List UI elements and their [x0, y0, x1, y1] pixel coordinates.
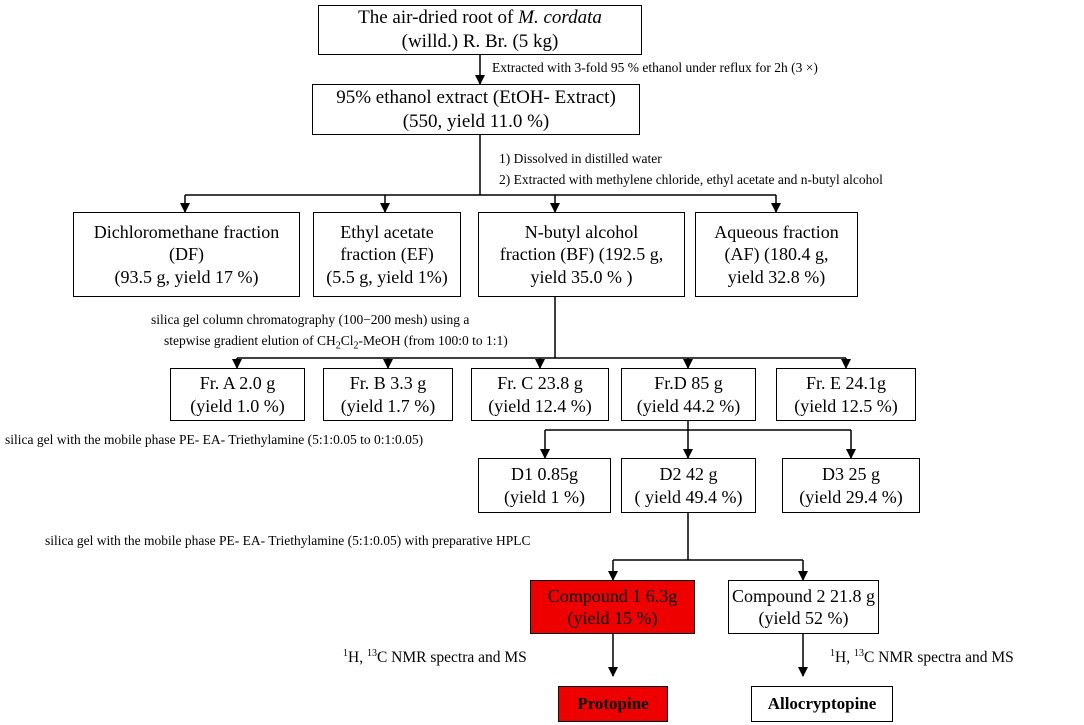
fraction-box-ef: Ethyl acetate fraction (EF) (5.5 g, yiel…: [313, 212, 461, 297]
nmr-left-h: H,: [348, 649, 367, 667]
d-fraction-3-line-2: (yield 29.4 %): [799, 486, 903, 507]
fraction-bf-line-1: N-butyl alcohol: [524, 221, 639, 242]
fraction-bf-line-3: yield 35.0 % ): [530, 266, 633, 287]
d-fraction-1-line-2: (yield 1 %): [504, 486, 585, 507]
d-fraction-1-line-1: D1 0.85g: [511, 464, 578, 484]
extract-line-1: 95% ethanol extract (EtOH- Extract): [336, 86, 616, 108]
step-3-note-2-prefix: stepwise gradient elution of CH: [164, 333, 336, 348]
source-line-1: The air-dried root of M. cordata: [358, 6, 602, 30]
subfraction-e-line-2: (yield 12.5 %): [794, 395, 898, 416]
step-2-note-2: 2) Extracted with methylene chloride, et…: [499, 172, 883, 187]
compound-1-line-1: Compound 1 6.3g: [547, 585, 678, 606]
fraction-ef-line-3: (5.5 g, yield 1%): [326, 266, 448, 287]
product-box-allocryptopine: Allocryptopine: [751, 686, 893, 722]
compound-box-2: Compound 2 21.8 g (yield 52 %): [728, 580, 879, 634]
subfraction-d-line-1: Fr.D 85 g: [654, 373, 723, 393]
step-3-note-1: silica gel column chromatography (100−20…: [151, 312, 470, 327]
d-fraction-box-1: D1 0.85g (yield 1 %): [478, 458, 611, 513]
fraction-ef-line-2: fraction (EF): [340, 244, 434, 265]
product-box-protopine: Protopine: [558, 686, 668, 722]
step-4-note: silica gel with the mobile phase PE- EA-…: [5, 432, 424, 447]
fraction-bf-line-2: fraction (BF) (192.5 g,: [499, 244, 664, 265]
step-3-note-2-sub-a: 2: [335, 340, 341, 352]
compound-1-line-2: (yield 15 %): [567, 608, 658, 628]
compound-2-line-1: Compound 2 21.8 g: [731, 585, 875, 606]
product-protopine-label: Protopine: [577, 694, 649, 714]
subfraction-box-a: Fr. A 2.0 g (yield 1.0 %): [170, 368, 305, 421]
subfraction-d-line-2: (yield 44.2 %): [636, 395, 741, 416]
fraction-box-df: Dichloromethane fraction (DF) (93.5 g, y…: [73, 212, 300, 297]
ethanol-extract-box: 95% ethanol extract (EtOH- Extract) (550…: [312, 84, 640, 135]
d-fraction-2-line-2: ( yield 49.4 %): [634, 486, 743, 507]
extract-line-2: (550, yield 11.0 %): [402, 110, 550, 132]
subfraction-box-e: Fr. E 24.1g (yield 12.5 %): [776, 368, 916, 421]
nmr-left-rest: C NMR spectra and MS: [376, 649, 527, 667]
nmr-right-sup-13: 13: [853, 648, 864, 659]
source-material-box: The air-dried root of M. cordata (willd.…: [318, 5, 642, 55]
fraction-df-line-2: (DF): [169, 244, 204, 265]
compound-2-line-2: (yield 52 %): [758, 608, 849, 628]
d-fraction-box-3: D3 25 g (yield 29.4 %): [782, 458, 920, 513]
subfraction-box-c: Fr. C 23.8 g (yield 12.4 %): [471, 368, 609, 421]
subfraction-b-line-2: (yield 1.7 %): [340, 395, 436, 416]
nmr-note-right: 1H, 13C NMR spectra and MS: [830, 648, 1014, 668]
nmr-right-sup-1: 1: [830, 648, 835, 659]
fraction-box-af: Aqueous fraction (AF) (180.4 g, yield 32…: [695, 212, 858, 297]
nmr-right-h: H,: [835, 649, 854, 667]
fraction-af-line-1: Aqueous fraction: [714, 221, 839, 242]
d-fraction-3-line-1: D3 25 g: [822, 464, 880, 484]
step-5-note: silica gel with the mobile phase PE- EA-…: [45, 533, 531, 548]
step-3-note-2-suffix: -MeOH (from 100:0 to 1:1): [358, 333, 508, 348]
nmr-right-rest: C NMR spectra and MS: [863, 649, 1014, 667]
source-line-1-text: The air-dried root of: [358, 7, 519, 29]
subfraction-b-line-1: Fr. B 3.3 g: [349, 373, 427, 393]
d-fraction-2-line-1: D2 42 g: [659, 464, 718, 484]
source-line-2: (willd.) R. Br. (5 kg): [401, 31, 559, 52]
step-1-note: Extracted with 3-fold 95 % ethanol under…: [492, 60, 818, 75]
step-3-note-2: stepwise gradient elution of CH2Cl2-MeOH…: [164, 333, 508, 353]
fraction-ef-line-1: Ethyl acetate: [340, 221, 434, 242]
source-species: M. cordata: [518, 7, 602, 29]
subfraction-a-line-1: Fr. A 2.0 g: [199, 373, 276, 393]
fraction-df-line-3: (93.5 g, yield 17 %): [114, 266, 259, 287]
subfraction-box-b: Fr. B 3.3 g (yield 1.7 %): [323, 368, 453, 421]
subfraction-a-line-2: (yield 1.0 %): [190, 395, 285, 416]
subfraction-box-d: Fr.D 85 g (yield 44.2 %): [621, 368, 756, 421]
fraction-af-line-2: (AF) (180.4 g,: [724, 244, 829, 265]
nmr-note-left: 1H, 13C NMR spectra and MS: [343, 648, 527, 668]
fraction-af-line-3: yield 32.8 %): [727, 266, 826, 287]
subfraction-e-line-1: Fr. E 24.1g: [805, 373, 886, 393]
nmr-left-sup-1: 1: [343, 648, 348, 659]
step-2-note-1: 1) Dissolved in distilled water: [499, 151, 662, 166]
step-3-note-2-cl: Cl: [340, 333, 354, 348]
fraction-df-line-1: Dichloromethane fraction: [93, 221, 280, 242]
nmr-left-sup-13: 13: [366, 648, 377, 659]
compound-box-1: Compound 1 6.3g (yield 15 %): [530, 580, 695, 634]
d-fraction-box-2: D2 42 g ( yield 49.4 %): [621, 458, 756, 513]
fraction-box-bf: N-butyl alcohol fraction (BF) (192.5 g, …: [478, 212, 685, 297]
subfraction-c-line-2: (yield 12.4 %): [488, 395, 592, 416]
product-allocryptopine-label: Allocryptopine: [767, 694, 877, 714]
step-3-note-2-sub-b: 2: [353, 340, 359, 352]
subfraction-c-line-1: Fr. C 23.8 g: [497, 373, 583, 393]
